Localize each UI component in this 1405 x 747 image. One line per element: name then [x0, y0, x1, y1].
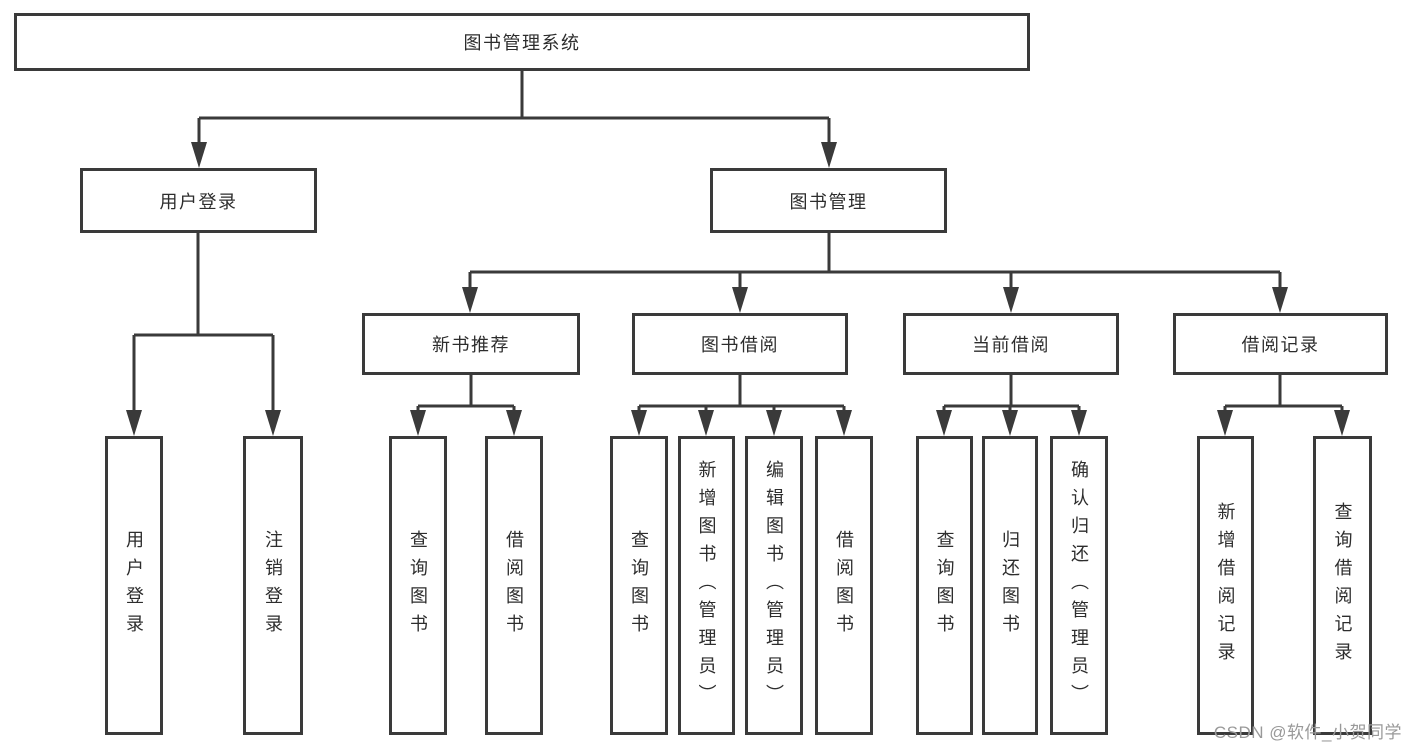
branch-borrow-record-arrows	[1217, 410, 1350, 436]
node-leaf-edit-book-label: 编辑图书（管理员）	[764, 459, 784, 712]
branch-current-borrow	[942, 375, 1081, 416]
node-book-mgmt: 图书管理	[710, 168, 947, 233]
node-leaf-return-book-label: 归还图书	[1000, 529, 1020, 642]
node-leaf-add-book: 新增图书（管理员）	[678, 436, 735, 735]
node-current-borrow: 当前借阅	[903, 313, 1119, 375]
csdn-watermark: CSDN @软件_小贺同学	[1213, 723, 1402, 742]
node-leaf-query-book-3: 查询图书	[916, 436, 973, 735]
node-user-login-label: 用户登录	[159, 191, 238, 212]
node-leaf-borrow-book-2: 借阅图书	[815, 436, 873, 735]
branch-new-book-rec-arrows	[410, 410, 522, 436]
node-leaf-borrow-book-1: 借阅图书	[485, 436, 543, 735]
branch-user-login	[132, 233, 275, 416]
node-current-borrow-label: 当前借阅	[972, 335, 1050, 355]
node-book-mgmt-label: 图书管理	[789, 191, 868, 212]
node-leaf-confirm-return: 确认归还（管理员）	[1050, 436, 1108, 735]
node-leaf-borrow-book-2-label: 借阅图书	[834, 529, 854, 642]
node-leaf-add-record: 新增借阅记录	[1197, 436, 1254, 735]
node-leaf-query-book-2-label: 查询图书	[629, 529, 649, 642]
node-leaf-add-record-label: 新增借阅记录	[1215, 501, 1236, 670]
node-leaf-logout-label: 注销登录	[263, 529, 283, 642]
branch-book-mgmt	[468, 233, 1282, 293]
node-leaf-query-record: 查询借阅记录	[1313, 436, 1372, 735]
node-borrow-record: 借阅记录	[1173, 313, 1388, 375]
node-root-label: 图书管理系统	[463, 33, 581, 53]
node-leaf-query-record-label: 查询借阅记录	[1332, 501, 1353, 670]
branch-borrow-record	[1223, 375, 1344, 416]
branch-user-login-arrows	[126, 410, 281, 436]
branch-new-book-rec	[416, 375, 516, 416]
node-user-login: 用户登录	[80, 168, 317, 233]
node-root: 图书管理系统	[14, 13, 1030, 71]
node-leaf-query-book-2: 查询图书	[610, 436, 668, 735]
node-leaf-query-book-1-label: 查询图书	[408, 529, 428, 642]
node-new-book-recommend: 新书推荐	[362, 313, 580, 375]
node-leaf-user-login: 用户登录	[105, 436, 163, 735]
node-borrow-record-label: 借阅记录	[1241, 335, 1320, 355]
node-leaf-logout: 注销登录	[243, 436, 303, 735]
branch-root	[197, 70, 831, 148]
node-leaf-query-book-3-label: 查询图书	[934, 529, 955, 642]
node-leaf-query-book-1: 查询图书	[389, 436, 447, 735]
node-leaf-add-book-label: 新增图书（管理员）	[696, 459, 717, 712]
node-leaf-user-login-label: 用户登录	[124, 529, 144, 642]
branch-root-arrows	[191, 142, 837, 168]
branch-book-borrow	[637, 375, 846, 416]
node-book-borrow: 图书借阅	[632, 313, 848, 375]
node-book-borrow-label: 图书借阅	[701, 335, 779, 355]
branch-current-borrow-arrows	[936, 410, 1087, 436]
node-leaf-borrow-book-1-label: 借阅图书	[504, 529, 524, 642]
node-new-book-recommend-label: 新书推荐	[432, 335, 510, 355]
node-leaf-confirm-return-label: 确认归还（管理员）	[1069, 459, 1089, 712]
node-leaf-edit-book: 编辑图书（管理员）	[745, 436, 803, 735]
node-leaf-return-book: 归还图书	[982, 436, 1038, 735]
branch-book-mgmt-arrows	[462, 287, 1288, 313]
branch-book-borrow-arrows	[631, 410, 852, 436]
